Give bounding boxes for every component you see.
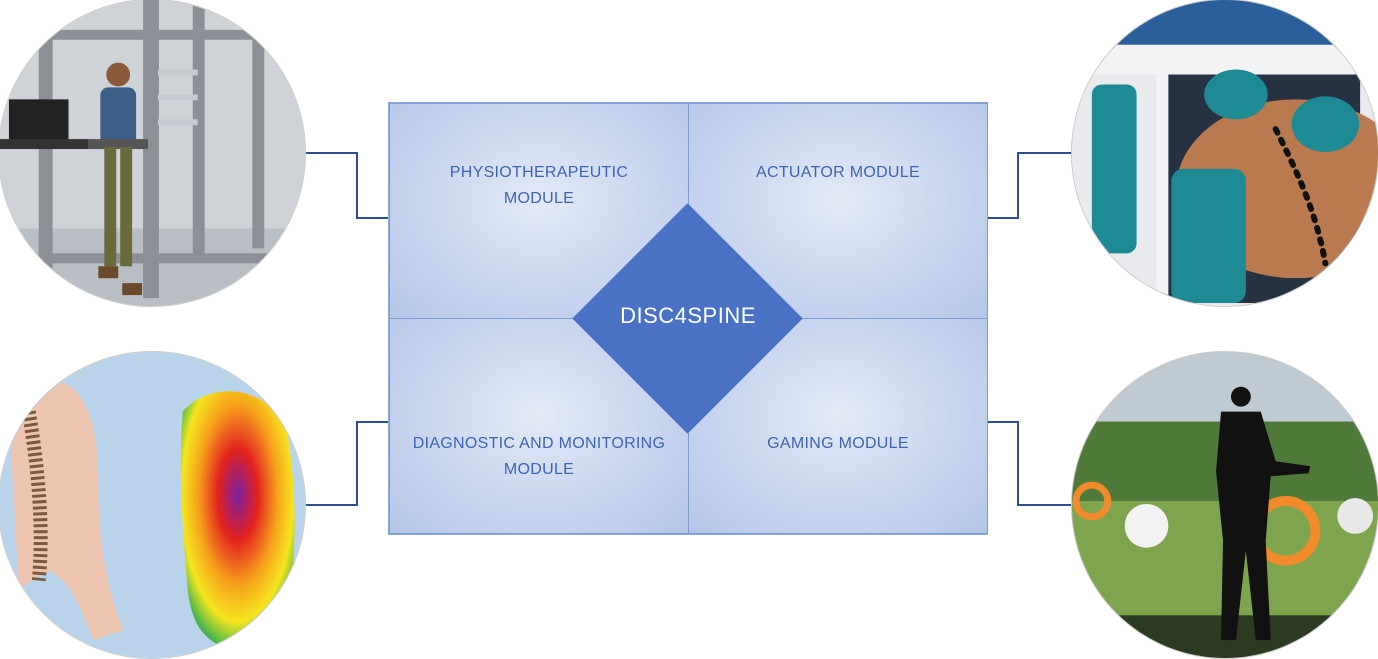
physiotherapeutic-module-panel: PHYSIOTHERAPEUTIC MODULE <box>389 103 689 319</box>
connector-bottom-right <box>988 421 1071 506</box>
center-label: DISC4SPINE <box>620 303 756 328</box>
spine-heatmap-image <box>0 351 306 659</box>
gaming-module-label: GAMING MODULE <box>767 435 909 452</box>
gaming-vr-image <box>1071 351 1378 659</box>
physiotherapeutic-module-label: PHYSIOTHERAPEUTIC MODULE <box>449 164 629 207</box>
connector-top-left <box>305 152 388 219</box>
connector-bottom-left <box>305 421 388 506</box>
actuator-module-label: ACTUATOR MODULE <box>756 164 920 181</box>
actuator-image <box>1071 0 1378 307</box>
diagnostic-monitoring-module-label: DIAGNOSTIC AND MONITORING MODULE <box>412 435 666 478</box>
connector-top-right <box>988 152 1071 219</box>
physiotherapy-frame-image <box>0 0 306 307</box>
